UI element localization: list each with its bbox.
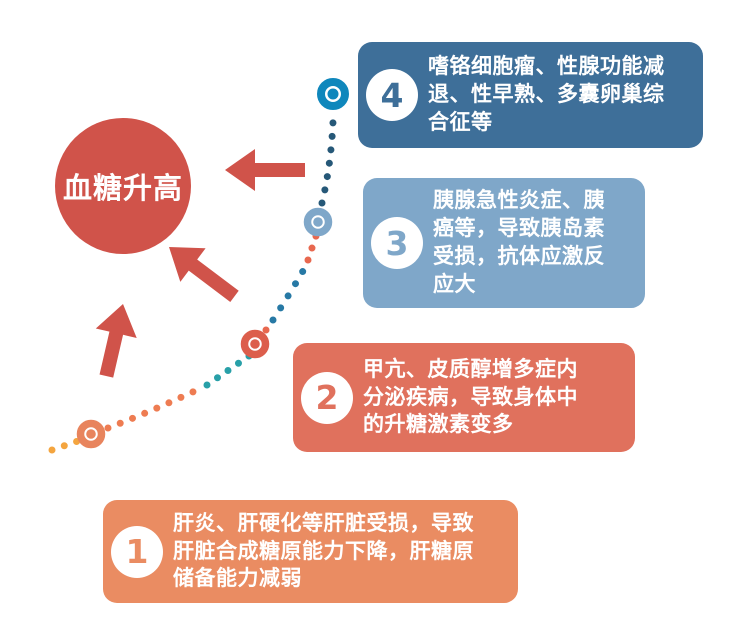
stage-marker-2 [240, 329, 270, 359]
hub-label: 血糖升高 [62, 171, 183, 205]
trend-curve [48, 118, 337, 454]
cause-1-number: 1 [125, 532, 149, 571]
cause-1-number-badge: 1 [111, 525, 163, 578]
cause-2-text: 甲亢、皮质醇增多症内分泌疾病，导致身体中的升糖激素变多 [363, 356, 578, 437]
arrow-lower [95, 304, 137, 378]
cause-4-number-badge: 4 [366, 69, 418, 121]
stage-marker-3 [303, 207, 333, 237]
cause-box-4: 4 嗜铬细胞瘤、性腺功能减退、性早熟、多囊卵巢综合征等 [358, 42, 703, 148]
cause-2-number: 2 [315, 378, 339, 417]
trend-dot-salmon [262, 326, 270, 334]
cause-3-text: 胰腺急性炎症、胰癌等，导致胰岛素受损，抗体应激反应大 [433, 188, 605, 296]
stage-marker-4 [317, 78, 349, 110]
cause-1-text: 肝炎、肝硬化等肝脏受损，导致肝脏合成糖原能力下降，肝糖原储备能力减弱 [173, 510, 474, 591]
cause-4-text: 嗜铬细胞瘤、性腺功能减退、性早熟、多囊卵巢综合征等 [428, 54, 665, 134]
cause-box-2: 2 甲亢、皮质醇增多症内分泌疾病，导致身体中的升糖激素变多 [293, 343, 635, 452]
cause-2-number-badge: 2 [301, 371, 353, 424]
cause-box-3: 3 胰腺急性炎症、胰癌等，导致胰岛素受损，抗体应激反应大 [363, 178, 645, 308]
cause-3-number-badge: 3 [371, 217, 423, 269]
hub-circle: 血糖升高 [55, 118, 191, 254]
stage-marker-1 [76, 419, 106, 449]
cause-box-1: 1 肝炎、肝硬化等肝脏受损，导致肝脏合成糖原能力下降，肝糖原储备能力减弱 [103, 500, 518, 603]
arrow-middle [169, 247, 239, 302]
cause-3-number: 3 [385, 223, 409, 263]
cause-4-number: 4 [380, 75, 404, 115]
arrow-upper [225, 149, 305, 191]
